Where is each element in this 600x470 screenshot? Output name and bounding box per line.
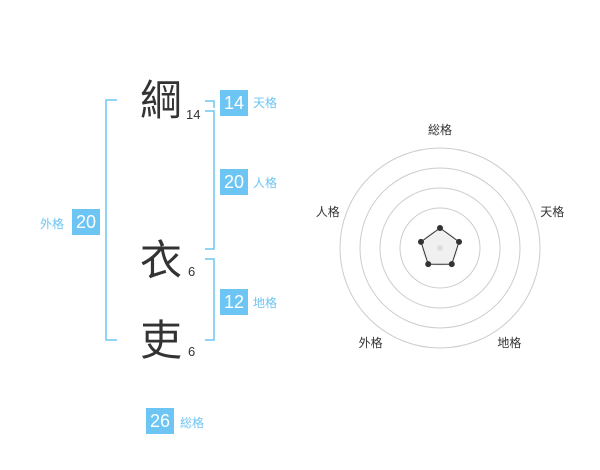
tenkaku-bracket (205, 100, 215, 108)
name-char-3-strokes: 6 (188, 344, 196, 359)
radar-ring-3 (379, 187, 501, 309)
gaikaku-value: 20 (72, 209, 100, 235)
radar-axis-label-4: 外格 (358, 336, 383, 351)
soukaku-label: 総格 (180, 416, 205, 430)
jinkaku-label: 人格 (253, 176, 278, 190)
name-char-2-strokes: 6 (188, 264, 196, 279)
chikaku-bracket (205, 258, 215, 341)
radar-ring-2 (359, 167, 521, 329)
name-char-1-strokes: 14 (186, 107, 201, 122)
name-char-1: 綱 (140, 76, 183, 125)
name-char-2: 衣 (140, 236, 183, 285)
chikaku-value: 12 (220, 289, 248, 315)
radar-ring-4 (399, 207, 481, 289)
radar-axis-label-5: 人格 (315, 204, 340, 219)
radar-point-3 (448, 261, 455, 268)
radar-point-5 (417, 238, 424, 245)
radar-series-line (420, 227, 460, 265)
tenkaku-value: 14 (220, 90, 248, 116)
jinkaku-value: 20 (220, 169, 248, 195)
radar-axis-label-3: 地格 (497, 336, 522, 351)
gaikaku-label: 外格 (40, 217, 65, 231)
radar-point-2 (456, 238, 463, 245)
soukaku-value: 26 (146, 408, 174, 434)
radar-center-dot (437, 245, 443, 251)
tenkaku-label: 天格 (253, 96, 278, 110)
radar-ring-1 (339, 147, 541, 349)
radar-point-1 (437, 225, 443, 231)
radar-axis-label-2: 天格 (540, 204, 565, 219)
jinkaku-bracket (205, 110, 215, 250)
radar-chart (339, 147, 541, 349)
name-char-3: 吏 (140, 316, 183, 365)
chikaku-label: 地格 (253, 296, 278, 310)
radar-point-4 (425, 261, 432, 268)
radar-axis-label-1: 総格 (427, 123, 452, 137)
gaikaku-bracket (105, 99, 117, 341)
